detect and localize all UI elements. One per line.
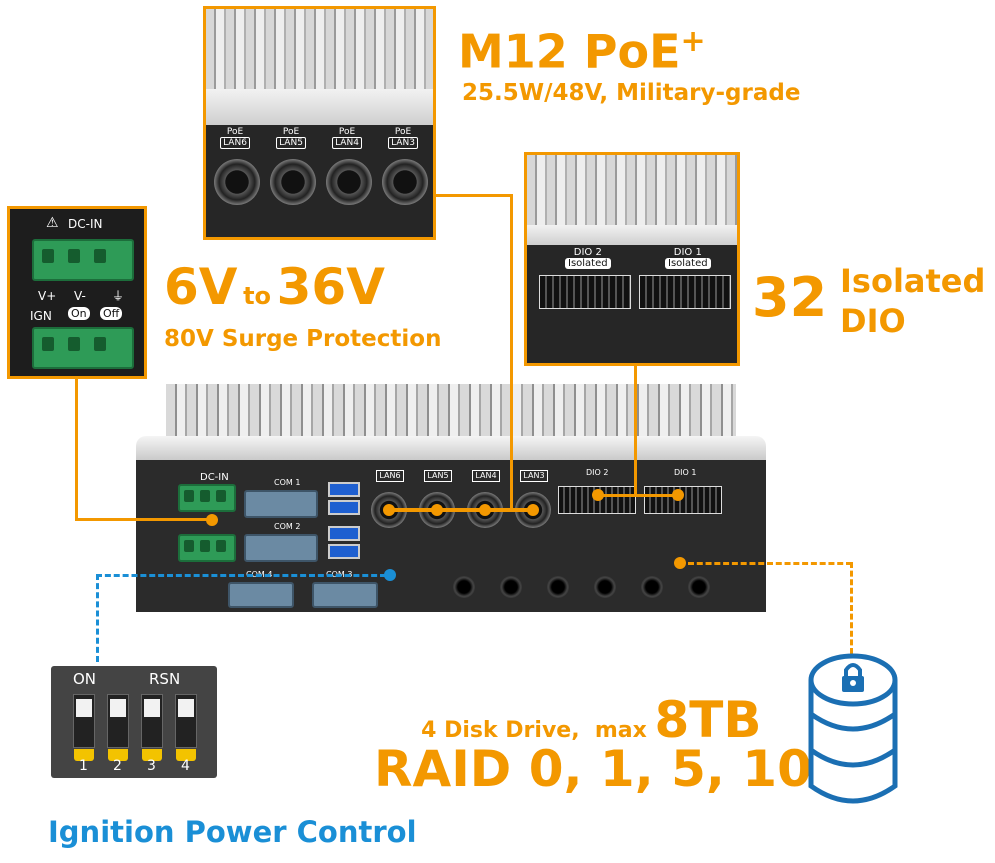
dip-num-2: 2 [113, 758, 122, 774]
vminus-label: V- [74, 289, 86, 303]
storage-capacity: 4 Disk Drive, max 8TB [421, 691, 762, 749]
on-label: On [68, 307, 90, 320]
usb-port [328, 544, 360, 559]
com3-port [312, 582, 378, 608]
lan5-small-label: LAN5 [424, 470, 452, 482]
m12-port-icon [270, 159, 316, 205]
com2-label: COM 2 [274, 522, 301, 531]
usb-port [328, 526, 360, 541]
dio-label-1: Isolated [840, 262, 986, 300]
lan4-small-label: LAN4 [472, 470, 500, 482]
drive-knob [688, 576, 710, 598]
com1-port [244, 490, 318, 518]
dc-in-terminal-small [178, 484, 236, 512]
dcin-label: DC-IN [68, 217, 103, 231]
off-label: Off [100, 307, 123, 320]
dip-rsn-label: RSN [149, 670, 181, 688]
m12-port-icon [326, 159, 372, 205]
dc-in-terminal [32, 239, 134, 281]
dio-label-2: DIO [840, 302, 906, 340]
raid-levels: RAID 0, 1, 5, 10 [374, 740, 812, 798]
com1-label: COM 1 [274, 478, 301, 487]
dio1-small-connector [644, 486, 722, 514]
surge-protection: 80V Surge Protection [164, 326, 442, 352]
drive-knob [594, 576, 616, 598]
dio2-small-label: DIO 2 [586, 468, 609, 477]
drive-knob [641, 576, 663, 598]
lan3-small-label: LAN3 [520, 470, 548, 482]
dio-count: 32 [752, 266, 828, 329]
warning-icon: ⚠ [46, 215, 59, 231]
ignition-dot [384, 569, 396, 581]
drive-knob [453, 576, 475, 598]
usb-port [328, 500, 360, 515]
ign-terminal [32, 327, 134, 369]
m12-subtitle: 25.5W/48V, Military-grade [462, 80, 801, 106]
database-lock-icon [808, 653, 898, 804]
vplus-label: V+ [38, 289, 57, 303]
ign-terminal-small [178, 534, 236, 562]
m12-port-icon [382, 159, 428, 205]
ground-icon: ⏚ [112, 289, 125, 303]
ign-label: IGN [30, 309, 52, 323]
dip-num-1: 1 [79, 758, 88, 774]
dip-num-3: 3 [147, 758, 156, 774]
m12-title: M12 PoE+ [458, 24, 706, 79]
dio1-small-label: DIO 1 [674, 468, 697, 477]
dip-switch: ON RSN 1 2 3 4 [51, 666, 217, 778]
m12-port-icon [214, 159, 260, 205]
dcin-inset: ⚠ DC-IN V+ V- ⏚ IGN On Off [7, 206, 147, 379]
lan6-small-label: LAN6 [376, 470, 404, 482]
com4-port [228, 582, 294, 608]
ignition-caption: Ignition Power Control [48, 815, 417, 849]
drive-knob [500, 576, 522, 598]
voltage-range: 6V to 36V [164, 258, 385, 316]
dip-on-label: ON [73, 670, 97, 688]
usb-port [328, 482, 360, 497]
com2-port [244, 534, 318, 562]
storage-dot [674, 557, 686, 569]
dio1-connector [639, 275, 731, 309]
dcin-small-label: DC-IN [200, 472, 229, 483]
dio2-connector [539, 275, 631, 309]
dip-num-4: 4 [181, 758, 190, 774]
drive-knob [547, 576, 569, 598]
